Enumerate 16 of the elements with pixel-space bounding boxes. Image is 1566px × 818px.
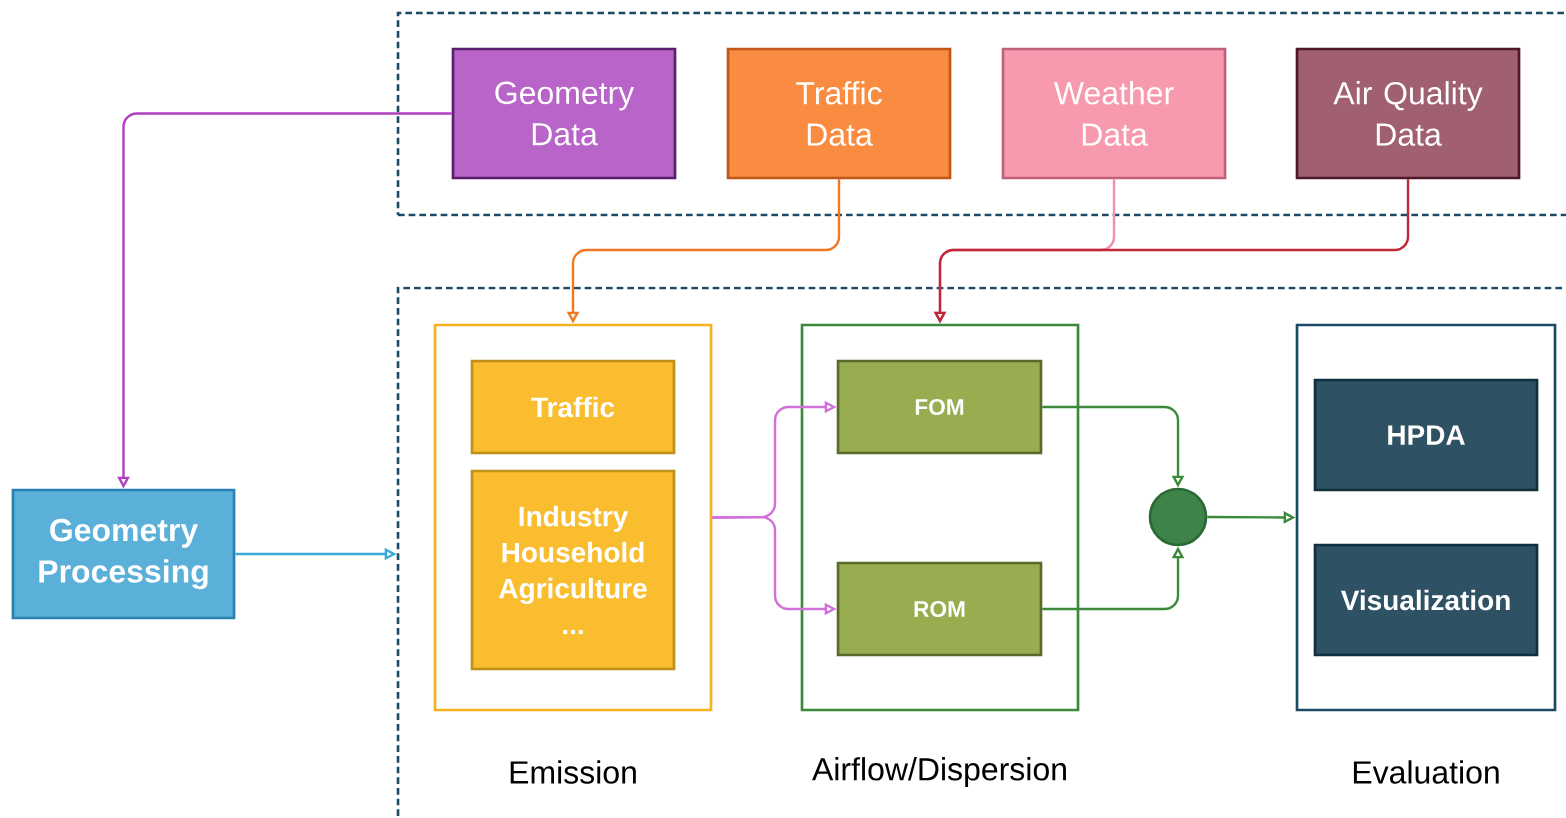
process-box: Weather Data (1001, 47, 1227, 180)
process-box: Traffic (470, 359, 676, 455)
group-heading: Evaluation (1353, 760, 1499, 784)
process-box: HPDA (1313, 378, 1539, 492)
group-heading: Emission (510, 760, 636, 784)
process-box: Geometry Processing (11, 488, 236, 620)
process-box: FOM (836, 359, 1043, 455)
process-box: Geometry Data (451, 47, 677, 180)
process-box: Industry Household Agriculture ... (470, 469, 676, 671)
process-box: Visualization (1313, 543, 1539, 657)
process-box: Traffic Data (726, 47, 952, 180)
group-heading: Airflow/Dispersion (812, 757, 1066, 787)
process-box: ROM (836, 561, 1043, 657)
process-box: Air Quality Data (1295, 47, 1521, 180)
junction-circle (1148, 487, 1208, 547)
dashed-frame (396, 11, 1566, 217)
